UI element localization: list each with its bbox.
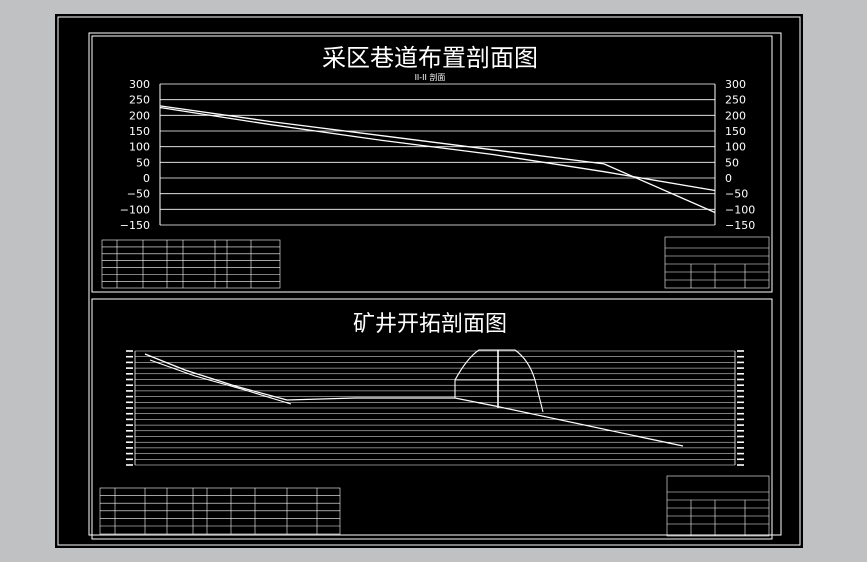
top-panel-title: 采区巷道布置剖面图 [322,44,538,72]
bottom-right-title-block [666,475,770,537]
left-tick-label: −50 [127,188,150,201]
right-tick-label: 100 [725,141,746,154]
series-line-1 [159,105,716,214]
left-tick-label: −100 [120,203,150,216]
bottom-left-title-table [99,487,341,535]
left-tick-label: 250 [129,94,150,107]
series-line-2 [159,106,716,192]
top-right-title-block [664,236,770,289]
top-section-chart: 300 300 250 250 200 200 150 150 100 100 50 50 0 0 −50 −… [120,78,755,232]
right-tick-label: 50 [725,156,739,169]
right-tick-label: −50 [725,188,748,201]
right-tick-label: −150 [725,219,755,232]
bottom-section-chart [126,349,744,466]
left-tick-label: 0 [143,172,150,185]
right-tick-label: 150 [725,125,746,138]
left-tick-label: −150 [120,219,150,232]
top-left-title-table [101,239,281,289]
top-panel-subtitle: II-II 剖面 [415,72,446,82]
left-tick-label: 50 [136,156,150,169]
right-tick-label: 250 [725,94,746,107]
bottom-panel-title: 矿井开拓剖面图 [353,312,507,337]
shaft-outline [454,349,544,413]
bottom-panel-frame [91,298,773,540]
left-tick-label: 200 [129,109,150,122]
left-tick-label: 100 [129,141,150,154]
top-panel-frame [91,35,773,293]
inner-frame [88,32,782,536]
drawing-canvas: 采区巷道布置剖面图 II-II 剖面 300 300 250 250 200 200 150… [57,16,801,546]
outer-frame [57,16,801,546]
left-tick-label: 300 [129,78,150,91]
right-tick-label: −100 [725,203,755,216]
right-tick-label: 0 [725,172,732,185]
section-line-upper [149,359,292,405]
left-tick-label: 150 [129,125,150,138]
section-line-main [144,353,684,447]
drawing-sheet: 采区巷道布置剖面图 II-II 剖面 300 300 250 250 200 200 150… [55,14,803,548]
right-tick-label: 300 [725,78,746,91]
right-tick-label: 200 [725,109,746,122]
